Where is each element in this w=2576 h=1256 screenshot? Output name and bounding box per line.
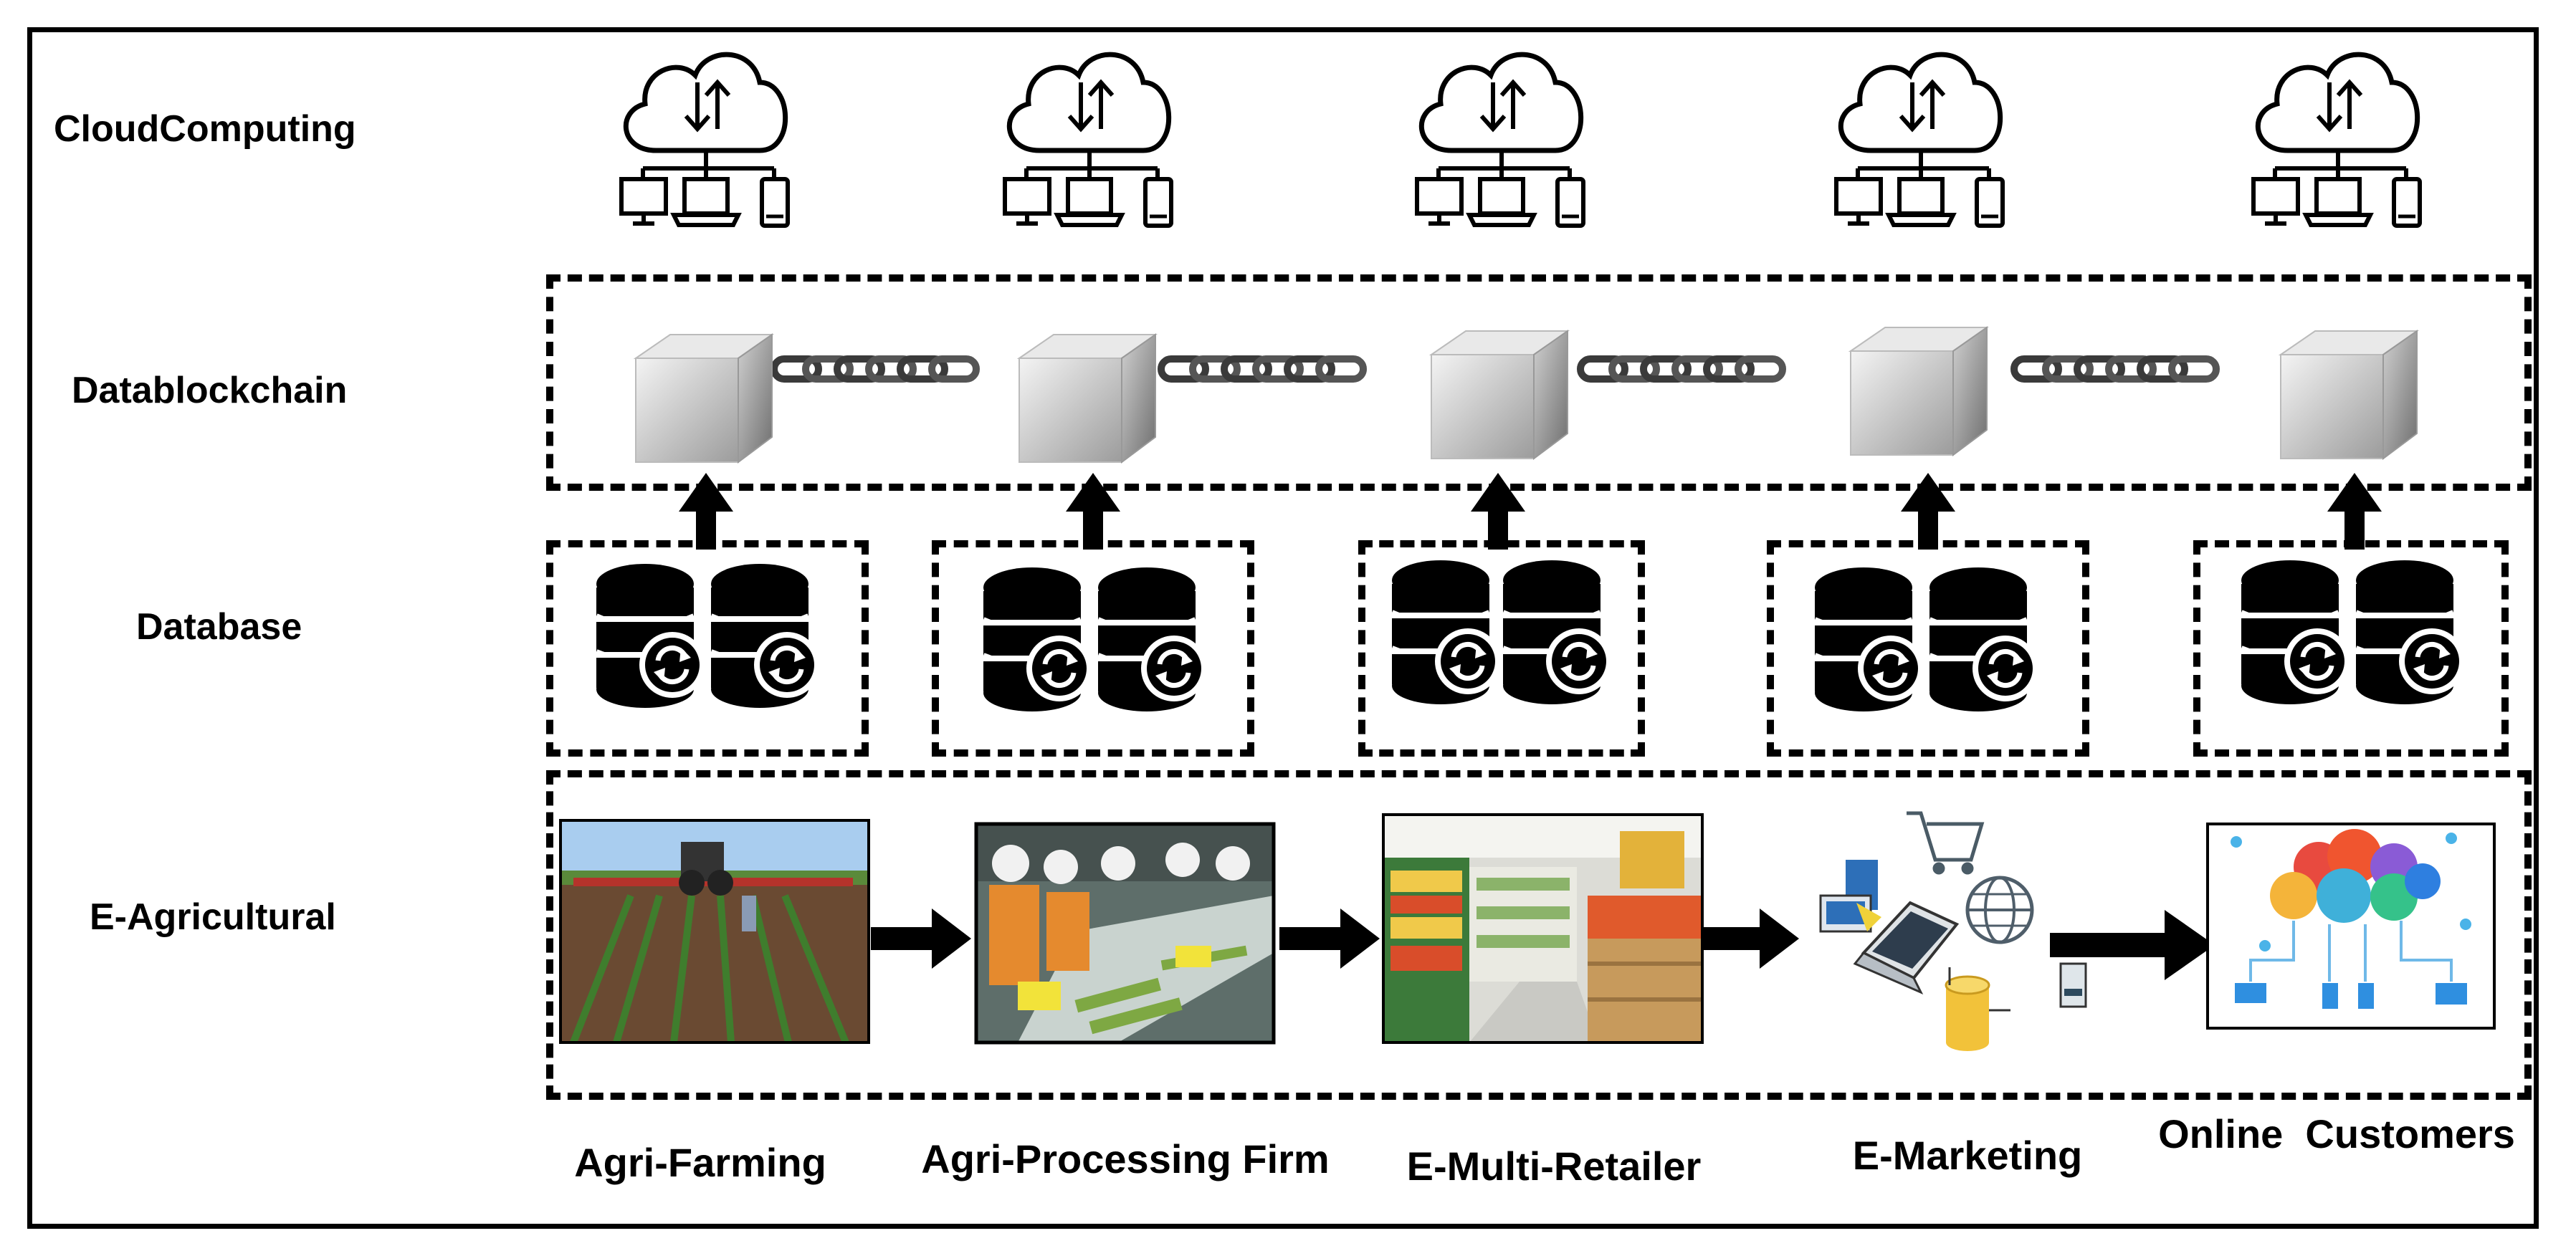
farming-photo xyxy=(559,819,870,1044)
layer-label-agri: E-Agricultural xyxy=(90,896,336,938)
cloud-network-icon-4 xyxy=(1836,54,2003,226)
cloud-network-icon-3 xyxy=(1417,54,1583,226)
arrow-icon-right-3 xyxy=(1699,909,1799,969)
cloud-network-icon-1 xyxy=(621,54,788,226)
processing-photo xyxy=(974,822,1276,1045)
blockchain-block-icon-4 xyxy=(1850,327,1988,456)
arrow-icon-right-2 xyxy=(1279,909,1380,969)
arrow-icon-right-1 xyxy=(871,909,971,969)
layer-label-database: Database xyxy=(136,606,302,648)
cloud-network-icon-2 xyxy=(1005,54,1171,226)
supermarket-photo xyxy=(1382,813,1704,1044)
e-marketing-icon xyxy=(1819,811,2087,1051)
chain-link-icon-3 xyxy=(1580,359,1783,379)
blockchain-container xyxy=(546,274,2532,491)
layer-label-cloud: CloudComputing xyxy=(54,108,356,150)
arrow-icon-up-1 xyxy=(679,473,733,550)
stage-label-online-customers: Online Customers xyxy=(2158,1111,2515,1156)
layer-label-blockchain: Datablockchain xyxy=(72,370,348,411)
chain-link-icon-1 xyxy=(774,359,976,379)
chain-link-icon-2 xyxy=(1161,359,1363,379)
arrow-icon-right-4 xyxy=(2050,910,2215,980)
diagram-frame xyxy=(27,27,2539,1229)
stage-label-agri-processing: Agri-Processing Firm xyxy=(921,1136,1330,1181)
arrow-icon-up-3 xyxy=(1471,473,1525,550)
stage-label-agri-farming: Agri-Farming xyxy=(574,1140,826,1185)
agri-container xyxy=(546,770,2532,1100)
database-sync-icon-1 xyxy=(596,564,820,708)
blockchain-block-icon-5 xyxy=(2280,330,2418,459)
blockchain-block-icon-2 xyxy=(1019,334,1156,463)
blockchain-block-icon-1 xyxy=(635,334,773,463)
stage-label-e-multi-retailer: E-Multi-Retailer xyxy=(1406,1144,1702,1189)
database-sync-icon-3 xyxy=(1392,560,1612,704)
arrow-icon-up-4 xyxy=(1901,473,1955,550)
database-sync-icon-5 xyxy=(2241,560,2465,704)
stage-label-e-marketing: E-Marketing xyxy=(1852,1133,2083,1178)
database-sync-icon-2 xyxy=(983,567,1207,711)
arrow-icon-up-2 xyxy=(1066,473,1120,550)
online-customers-icon xyxy=(2206,823,2496,1030)
database-sync-icon-4 xyxy=(1815,567,2038,711)
chain-link-icon-4 xyxy=(2014,359,2216,379)
blockchain-block-icon-3 xyxy=(1431,330,1568,459)
cloud-network-icon-5 xyxy=(2253,54,2420,226)
arrow-icon-up-5 xyxy=(2327,473,2382,550)
